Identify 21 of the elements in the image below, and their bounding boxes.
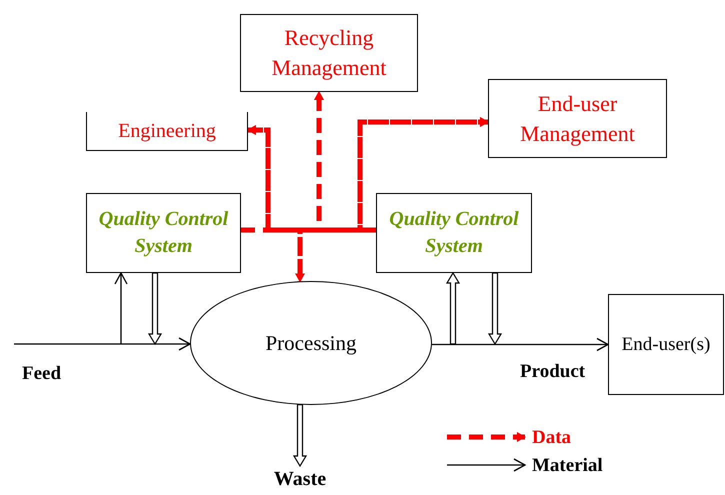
process-box	[376, 193, 532, 273]
process-box	[488, 79, 667, 158]
node-label: Quality Control System	[388, 207, 520, 259]
node-label: End-user(s)	[622, 332, 710, 357]
process-box	[608, 294, 724, 395]
hollow-arrow	[292, 404, 308, 468]
node-label: Recycling Management	[270, 24, 388, 82]
node-label: Quality Control System	[98, 207, 230, 259]
hollow-arrow	[446, 272, 460, 345]
hollow-arrow	[488, 272, 502, 346]
process-box	[86, 112, 248, 151]
hollow-arrow	[148, 272, 162, 346]
material-arrow	[14, 337, 191, 351]
node-label: End-user Management	[519, 90, 636, 148]
node-label: Engineering	[118, 118, 216, 144]
material-arrow	[432, 338, 609, 352]
output-label: Waste	[268, 466, 332, 492]
process-box	[240, 14, 418, 92]
process-box	[86, 193, 241, 273]
node-label: Processing	[266, 330, 356, 357]
material-arrow	[114, 272, 128, 344]
